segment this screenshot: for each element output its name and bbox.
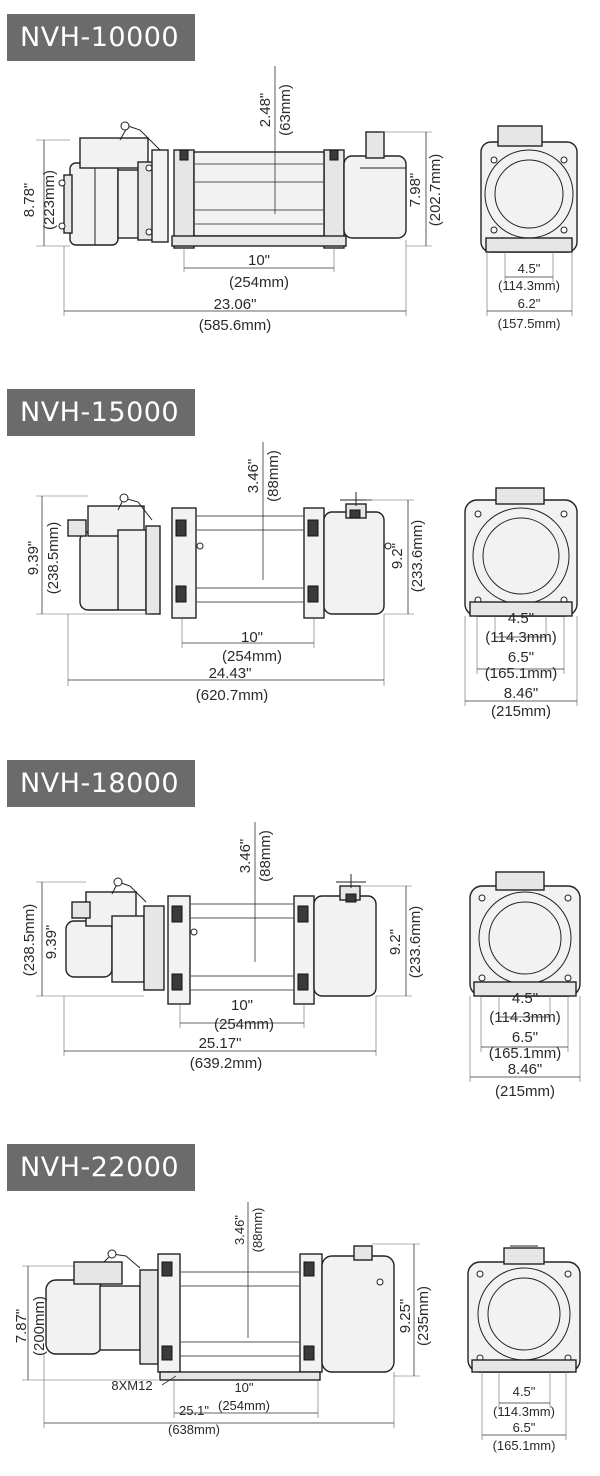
drum-height-in: 3.46" [237,839,254,874]
winch-side-view: 7.87" (200mm) 3.46" (88mm) 9.25" (235mm)… [13,1202,432,1437]
right-height-in: 9.25" [397,1299,414,1334]
left-height-in: 8.78" [21,183,38,218]
side-a-in: 4.5" [513,1384,536,1399]
drum-length-mm: (254mm) [214,1016,274,1033]
drum-height-in: 3.46" [245,459,262,494]
total-length-mm: (585.6mm) [199,317,272,334]
drum-height-mm: (88mm) [250,1208,265,1253]
right-height-mm: (202.7mm) [427,154,444,227]
drum-length-in: 10" [248,252,270,269]
right-height-mm: (235mm) [415,1286,432,1346]
side-c-mm: (215mm) [495,1083,555,1100]
side-a-mm: (114.3mm) [489,1009,560,1026]
total-length-in: 25.1" [179,1403,209,1418]
section-nvh-18000: NVH-18000 (238. [0,756,600,1136]
model-title: NVH-18000 [7,760,196,807]
side-c-in: 8.46" [504,685,539,702]
model-title: NVH-10000 [7,14,196,61]
winch-end-view: 4.5" (114.3mm) 6.5" (165.1mm) 8.46" (215… [464,487,578,720]
total-length-in: 25.17" [199,1035,242,1052]
left-height-in: 7.87" [13,1309,30,1344]
model-title: NVH-22000 [7,1144,196,1191]
winch-side-view: (238.5mm) 9.39" 3.46" (88mm) 9.2" (233.6… [21,822,424,1072]
side-c-in: 8.46" [508,1061,543,1078]
drum-length-mm: (254mm) [229,274,289,291]
side-b-mm: (165.1mm) [493,1438,556,1453]
left-height-in: 9.39" [43,925,60,960]
right-height-in: 9.2" [389,543,406,569]
side-c-mm: (215mm) [491,703,551,720]
section-nvh-22000: NVH-22000 7.87" [0,1136,600,1476]
model-title: NVH-15000 [7,389,196,436]
drum-height-mm: (88mm) [265,450,282,502]
side-a-in: 4.5" [508,610,534,627]
drum-height-in: 3.46" [232,1215,247,1245]
total-length-in: 24.43" [209,665,252,682]
side-b-mm: (157.5mm) [498,316,561,331]
drum-length-in: 10" [234,1380,253,1395]
left-height-mm: (200mm) [31,1296,48,1356]
drum-height-in: 2.48" [257,93,274,128]
side-b-mm: (165.1mm) [485,665,558,682]
section-nvh-15000: NVH-15000 [0,380,600,756]
winch-side-view: 8.78" (223mm) 2.48" (63mm) 7.98" (202.7m… [21,66,444,334]
drum-length-in: 10" [241,629,263,646]
winch-side-view: 9.39" (238.5mm) 3.46" (88mm) 9.2" (233.6… [25,442,426,704]
winch-end-view: 4.5" (114.3mm) 6.2" (157.5mm) [480,125,578,331]
side-a-in: 4.5" [512,990,538,1007]
total-length-mm: (620.7mm) [196,687,269,704]
winch-end-view: 4.5" (114.3mm) 6.5" (165.1mm) [467,1245,581,1453]
side-b-in: 6.5" [513,1420,536,1435]
drum-length-mm: (254mm) [222,648,282,665]
side-a-mm: (114.3mm) [485,629,556,646]
side-b-in: 6.5" [508,649,534,666]
winch-end-view: 4.5" (114.3mm) 6.5" (165.1mm) 8.46" (215… [469,871,581,1100]
bolt-spec: 8XM12 [111,1378,152,1393]
total-length-mm: (639.2mm) [190,1055,263,1072]
left-height-in: 9.39" [25,541,42,576]
right-height-in: 9.2" [387,929,404,955]
left-height-mm: (223mm) [41,170,58,230]
right-height-mm: (233.6mm) [407,906,424,979]
drum-length-mm: (254mm) [218,1398,270,1413]
drum-height-mm: (63mm) [277,84,294,136]
side-b-in: 6.2" [518,296,541,311]
total-length-in: 23.06" [214,296,257,313]
side-b-mm: (165.1mm) [489,1045,562,1062]
drum-length-in: 10" [231,997,253,1014]
left-height-mm: (238.5mm) [45,522,62,595]
side-a-mm: (114.3mm) [498,278,560,293]
section-nvh-10000: NVH-10000 [0,0,600,380]
side-a-in: 4.5" [518,261,541,276]
drum-height-mm: (88mm) [257,830,274,882]
right-height-in: 7.98" [407,173,424,208]
left-height-mm: (238.5mm) [21,904,38,977]
total-length-mm: (638mm) [168,1422,220,1437]
side-a-mm: (114.3mm) [493,1404,555,1419]
right-height-mm: (233.6mm) [409,520,426,593]
side-b-in: 6.5" [512,1029,538,1046]
